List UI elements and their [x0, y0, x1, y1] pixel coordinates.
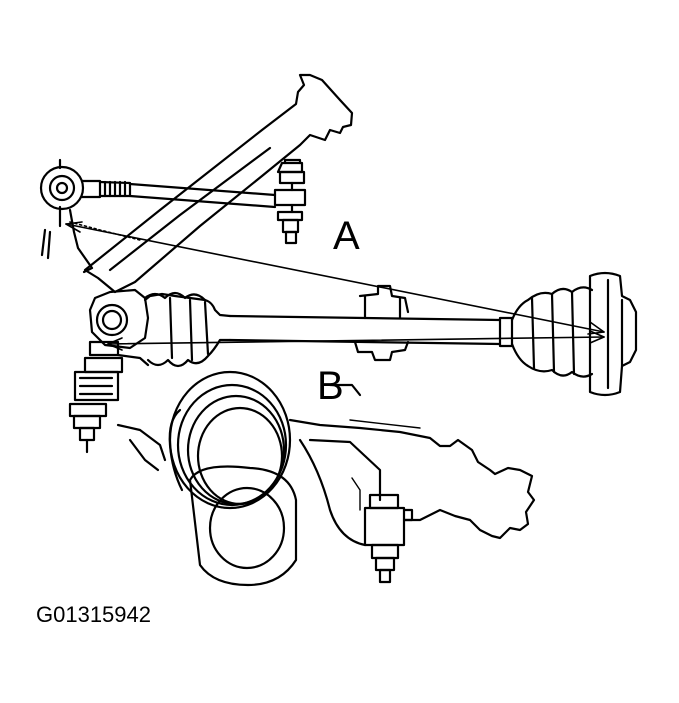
measurement-label-a: A — [333, 214, 360, 258]
label-leader-lines — [349, 419, 421, 511]
figure-id-caption: G01315942 — [36, 602, 151, 627]
lower-bracket-bolt — [298, 438, 414, 584]
tie-rod — [39, 158, 277, 274]
steering-knuckle — [88, 288, 207, 350]
lower-mount-stud — [68, 340, 150, 454]
upper-control-arm — [83, 73, 354, 294]
lower-control-arm — [116, 383, 536, 540]
measurement-line-a — [65, 221, 605, 335]
drive-shaft — [143, 271, 638, 397]
hub-assembly — [168, 370, 298, 587]
measurement-label-b: B — [317, 364, 344, 408]
measurement-line-b — [107, 330, 605, 351]
tie-rod-mount-bolt — [273, 158, 307, 245]
